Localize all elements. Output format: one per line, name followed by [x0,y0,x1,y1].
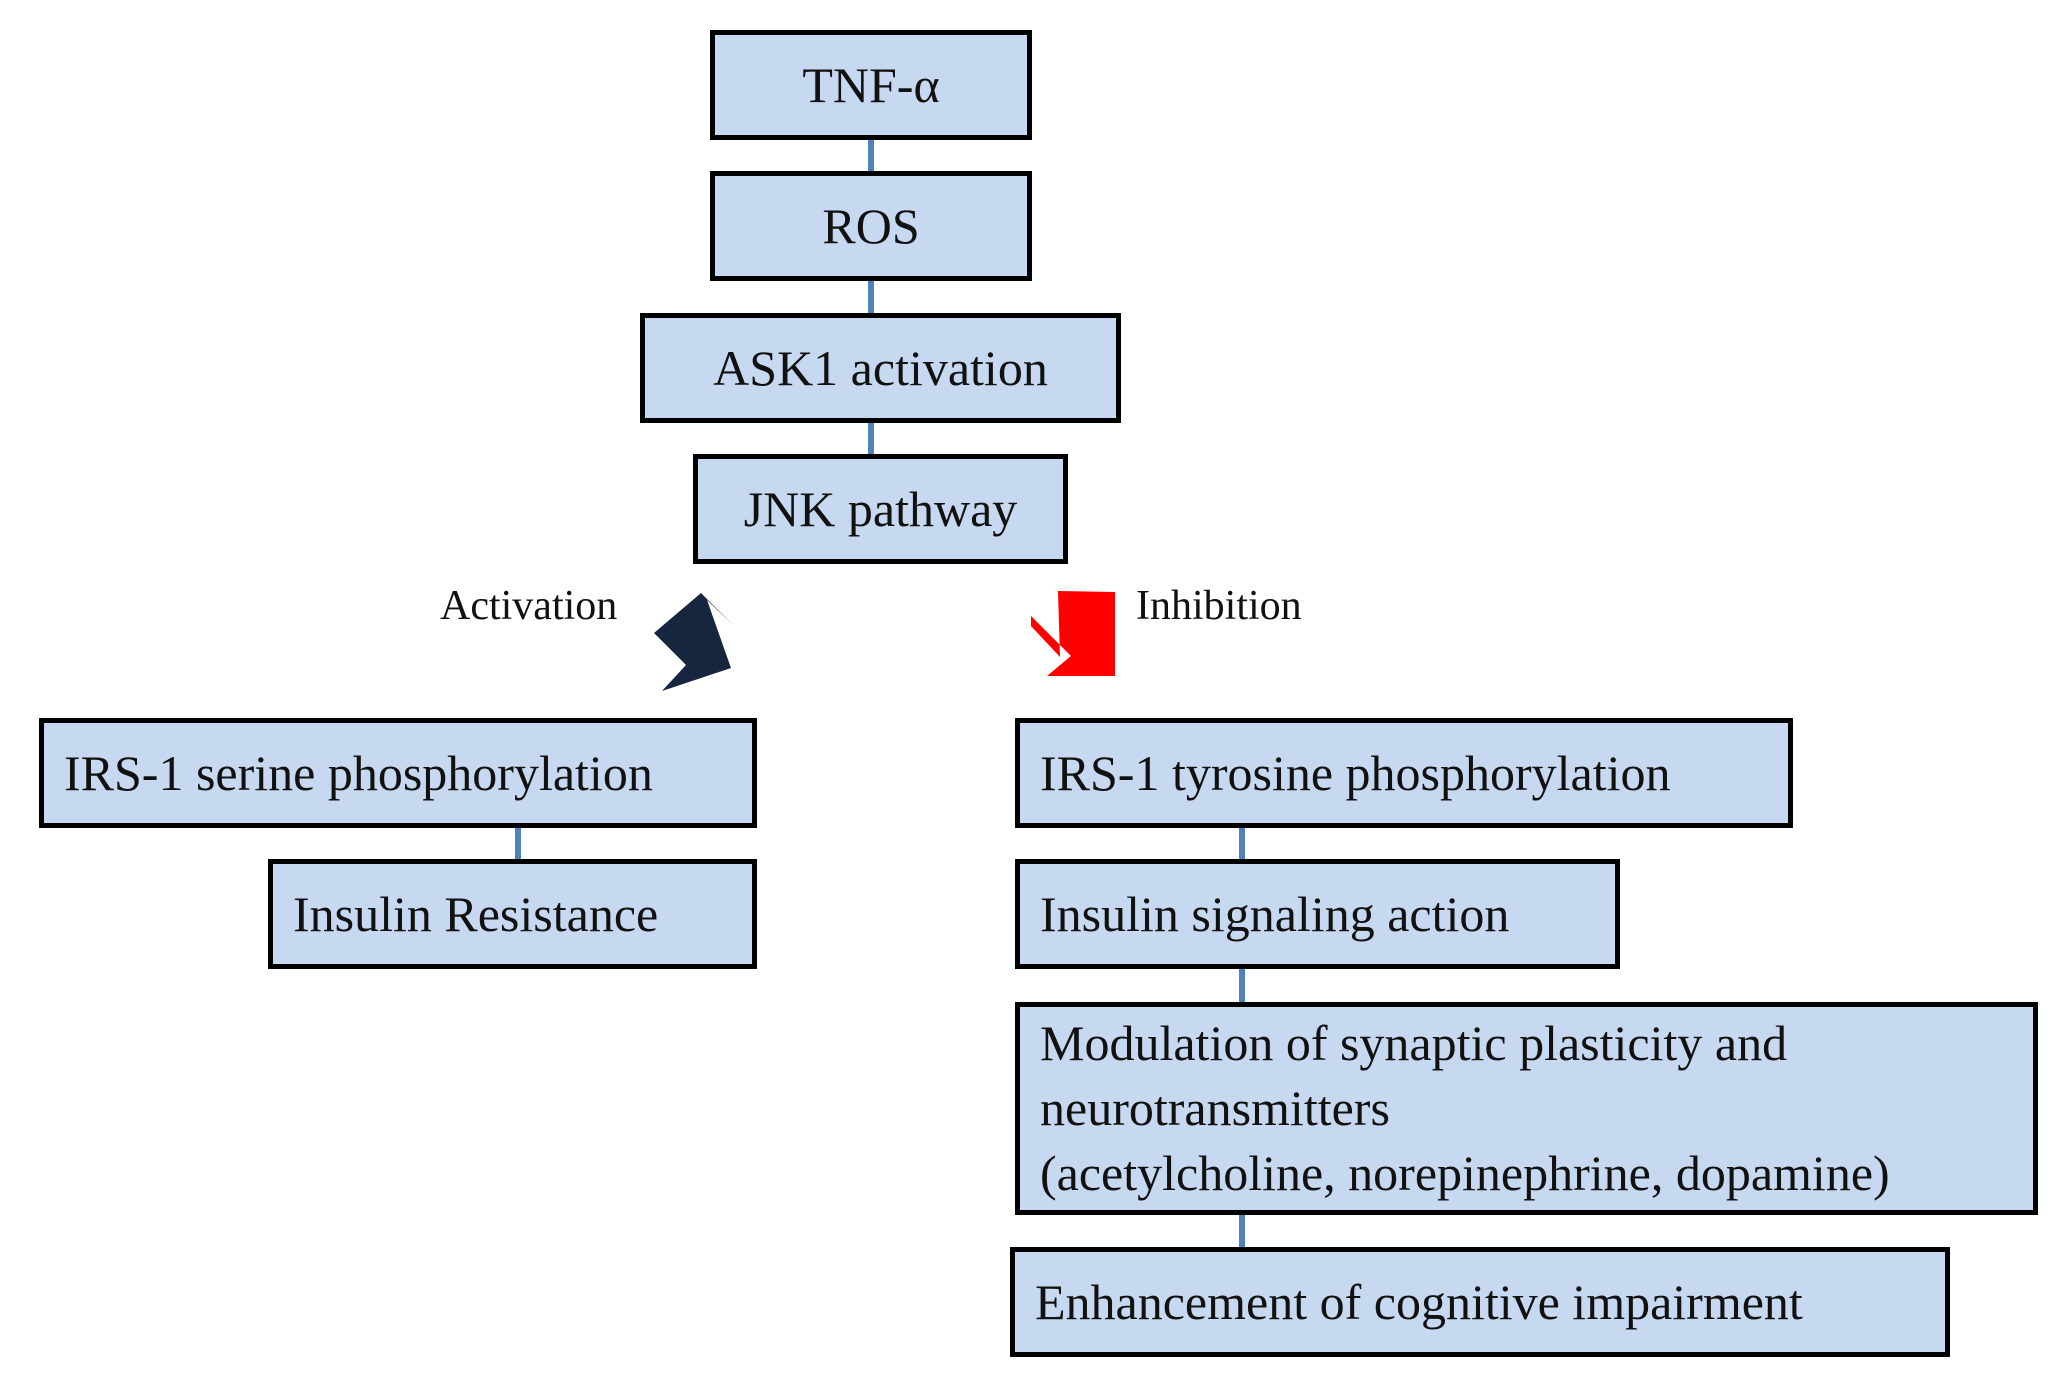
node-irs1-serine-phosphorylation: IRS-1 serine phosphorylation [39,718,757,828]
inhibition-arrow-icon [1031,591,1115,676]
node-tnf-alpha: TNF-α [710,30,1032,140]
modulation-line-2: neurotransmitters [1040,1080,1390,1136]
node-enhancement-cognitive-impairment: Enhancement of cognitive impairment [1010,1247,1950,1357]
inhibition-label: Inhibition [1136,583,1302,629]
activation-label: Activation [440,583,618,629]
node-insulin-resistance: Insulin Resistance [268,859,757,969]
node-modulation-synaptic-plasticity: Modulation of synaptic plasticity and ne… [1015,1002,2038,1215]
node-ros: ROS [710,171,1032,281]
node-ask1-activation: ASK1 activation [640,313,1121,423]
activation-arrow-icon [654,593,733,691]
modulation-line-3: (acetylcholine, norepinephrine, dopamine… [1040,1145,1890,1201]
node-jnk-pathway: JNK pathway [693,454,1068,564]
modulation-line-1: Modulation of synaptic plasticity and [1040,1015,1788,1071]
node-irs1-tyrosine-phosphorylation: IRS-1 tyrosine phosphorylation [1015,718,1793,828]
node-insulin-signaling-action: Insulin signaling action [1015,859,1620,969]
